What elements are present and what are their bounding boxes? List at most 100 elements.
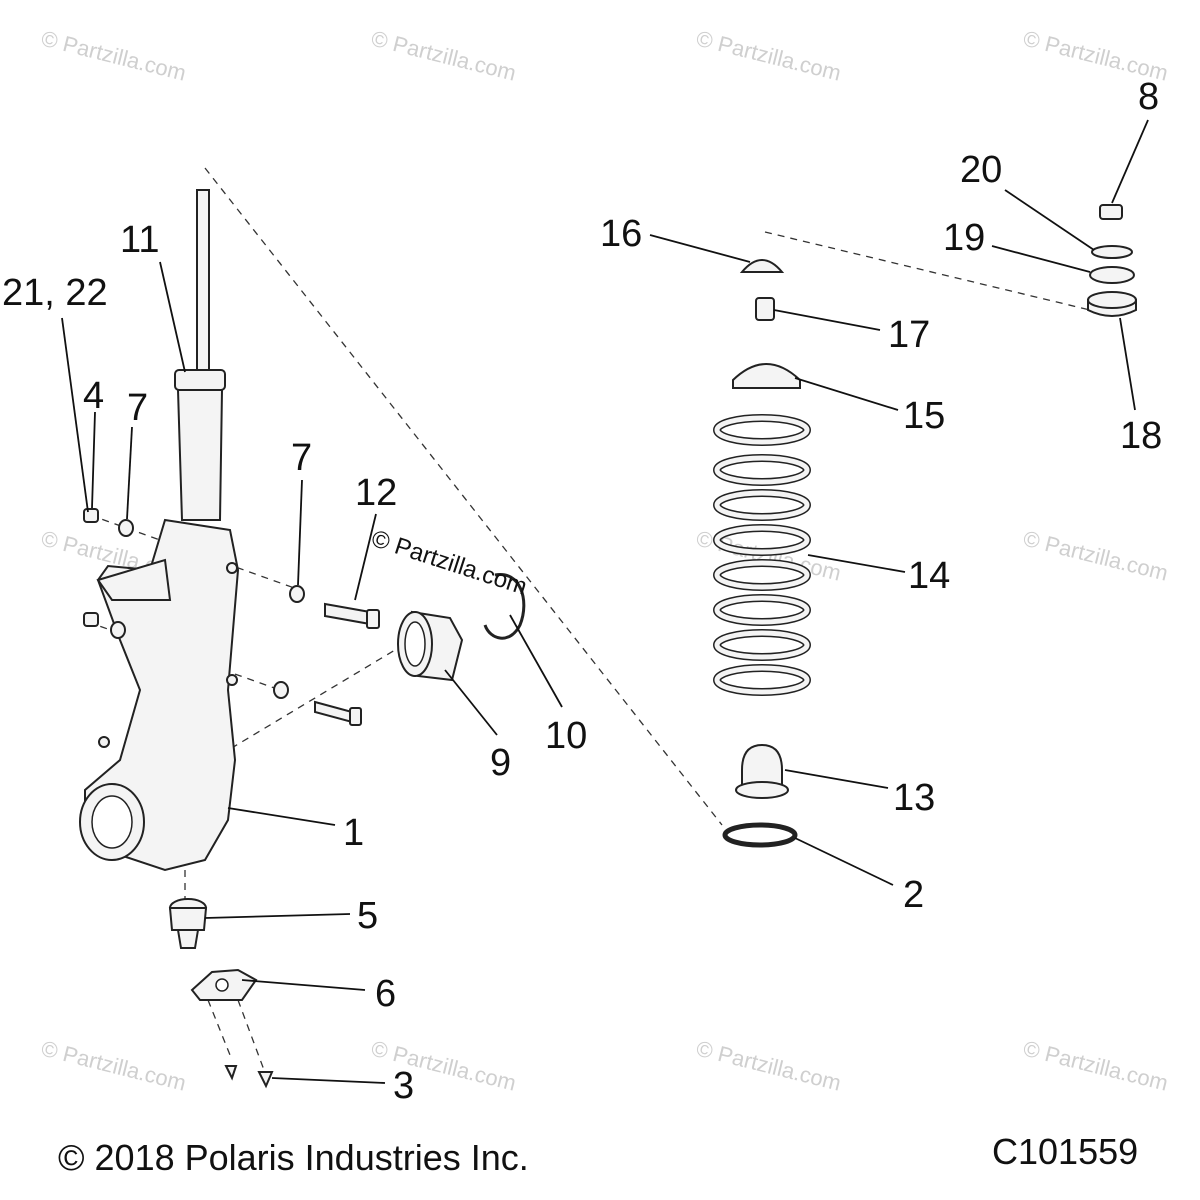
ball-joint-stud xyxy=(176,929,200,949)
knuckle-mount-hole xyxy=(226,562,238,574)
callout-11: 11 xyxy=(120,219,159,261)
watermark: © Partzilla.com xyxy=(369,26,519,86)
callout-3: 3 xyxy=(393,1065,414,1107)
callout-7b: 7 xyxy=(291,437,312,479)
callout-9: 9 xyxy=(490,742,511,784)
strut-rod xyxy=(196,189,210,371)
top-washer xyxy=(1091,245,1133,259)
wheel-bearing xyxy=(397,610,464,682)
bolt-shank xyxy=(314,700,353,724)
top-mount-bearing xyxy=(1087,291,1137,309)
leader-line xyxy=(204,913,351,919)
callout-17: 17 xyxy=(888,314,930,356)
leader-line xyxy=(991,245,1091,273)
top-nut xyxy=(1099,204,1123,220)
strut-collar xyxy=(174,369,226,391)
watermark: © Partzilla.com xyxy=(1021,526,1171,586)
watermark: © Partzilla.com xyxy=(39,26,189,86)
spacer-bushing xyxy=(755,297,775,321)
callout-7a: 7 xyxy=(127,387,148,429)
callout-12: 12 xyxy=(355,472,397,514)
knuckle-hub-bore-inner xyxy=(91,795,133,849)
spring-coil-face xyxy=(714,560,810,590)
callout-14: 14 xyxy=(908,555,950,597)
bump-stop xyxy=(741,743,783,791)
bolt-head xyxy=(366,609,380,629)
callout-6: 6 xyxy=(375,973,396,1015)
callout-16: 16 xyxy=(600,213,642,255)
nut xyxy=(83,612,99,627)
callout-2: 2 xyxy=(903,874,924,916)
callout-1: 1 xyxy=(343,812,364,854)
assembly-dash-line xyxy=(87,621,281,691)
knuckle-mount-hole xyxy=(226,674,238,686)
spring-coil-face xyxy=(714,665,810,695)
assembly-dash-line xyxy=(237,999,265,1071)
mount-plate-hole xyxy=(215,978,229,992)
leader-line xyxy=(271,1077,386,1084)
lower-spring-parts xyxy=(722,743,798,848)
callout-labels: 11 21, 22 4 7 7 12 9 10 1 5 6 3 16 17 15… xyxy=(2,76,1162,1107)
spring-coil-face xyxy=(714,490,810,520)
leader-line xyxy=(61,317,89,513)
knuckle-mount-hole xyxy=(98,736,110,748)
leader-line xyxy=(773,309,881,331)
callout-19: 19 xyxy=(943,217,985,259)
leader-line xyxy=(241,979,366,991)
knuckle-arm xyxy=(96,558,172,601)
callout-18: 18 xyxy=(1120,415,1162,457)
callout-15: 15 xyxy=(903,395,945,437)
strut-body xyxy=(176,389,224,521)
coil-spring xyxy=(713,414,811,696)
assembly-dash-line xyxy=(89,514,301,591)
washer xyxy=(289,585,305,603)
assembly-dash-line xyxy=(204,167,723,826)
top-mount-hardware xyxy=(1087,204,1137,317)
snap-ring xyxy=(483,573,526,640)
diagram-id: C101559 xyxy=(992,1131,1138,1172)
upper-mount-parts xyxy=(732,259,801,389)
leader-line xyxy=(649,234,751,263)
leader-line xyxy=(1119,317,1136,411)
leader-lines xyxy=(61,119,1149,1084)
bearing-bore xyxy=(404,621,426,667)
nut xyxy=(83,508,99,523)
leader-line xyxy=(444,669,498,736)
leader-line xyxy=(227,807,336,826)
spring-coil-face xyxy=(714,630,810,660)
screw xyxy=(257,1071,274,1089)
bolt-shank xyxy=(324,602,371,626)
assembly-dash-line xyxy=(207,999,233,1061)
spring-isolator-ring xyxy=(722,822,798,848)
assembly-dash-line xyxy=(219,649,396,756)
ball-joint-body xyxy=(168,907,208,931)
watermark: © Partzilla.com xyxy=(694,26,844,86)
callout-21-22: 21, 22 xyxy=(2,272,108,314)
leader-line xyxy=(354,513,377,601)
bolt-head xyxy=(349,707,362,726)
watermark: © Partzilla.com xyxy=(1021,1036,1171,1096)
spring-coil-face xyxy=(714,455,810,485)
leader-line xyxy=(784,769,889,789)
bump-stop-base xyxy=(735,781,789,799)
callout-8: 8 xyxy=(1138,76,1159,118)
strut-assembly xyxy=(174,189,226,521)
screw xyxy=(224,1065,238,1081)
center-watermark: © Partzilla.com xyxy=(368,525,530,601)
leader-line xyxy=(297,479,303,586)
washer xyxy=(118,519,134,537)
callout-20: 20 xyxy=(960,149,1002,191)
spring-coil-face xyxy=(714,525,810,555)
spring-coil-face xyxy=(714,415,810,445)
leader-line xyxy=(794,837,894,886)
spring-coil-face xyxy=(714,595,810,625)
leader-line xyxy=(794,377,899,411)
bolts xyxy=(314,602,380,726)
callout-10: 10 xyxy=(545,715,587,757)
copyright-notice: © 2018 Polaris Industries Inc. xyxy=(58,1137,529,1178)
callout-13: 13 xyxy=(893,777,935,819)
callout-4: 4 xyxy=(83,375,104,417)
left-fasteners xyxy=(83,508,305,699)
